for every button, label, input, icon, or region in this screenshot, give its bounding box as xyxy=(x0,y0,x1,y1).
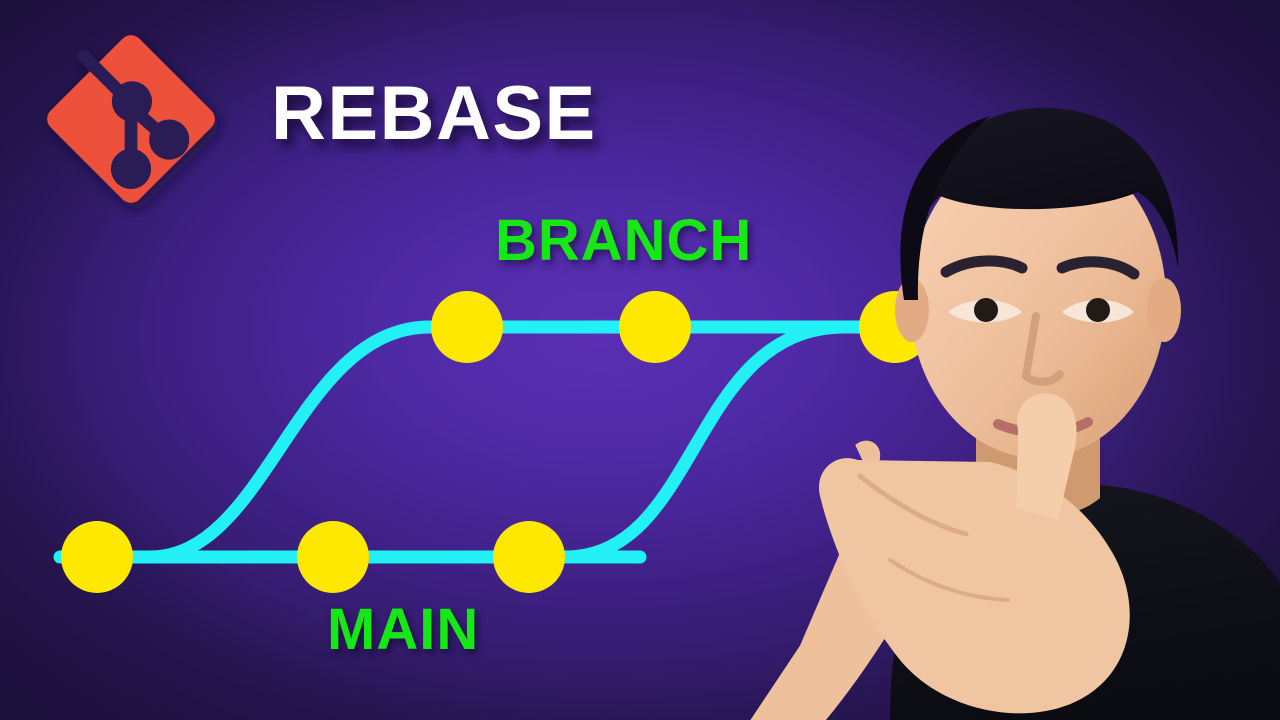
main-label: MAIN xyxy=(327,597,480,662)
rebase-merge-curve xyxy=(558,320,852,564)
main-commit-node-3[interactable] xyxy=(493,521,565,593)
branch-commit-node-2[interactable] xyxy=(619,291,691,363)
branch-commit-node-1[interactable] xyxy=(431,291,503,363)
graph-lines xyxy=(53,320,907,564)
branch-commit-node-3[interactable] xyxy=(859,291,931,363)
main-commit-node-2[interactable] xyxy=(297,521,369,593)
git-logo xyxy=(33,21,229,217)
git-branch-mark xyxy=(77,49,190,190)
page-title: REBASE xyxy=(271,71,597,156)
branch-label: BRANCH xyxy=(495,208,753,273)
main-commit-node-1[interactable] xyxy=(61,521,133,593)
branch-fork-curve xyxy=(143,320,437,564)
